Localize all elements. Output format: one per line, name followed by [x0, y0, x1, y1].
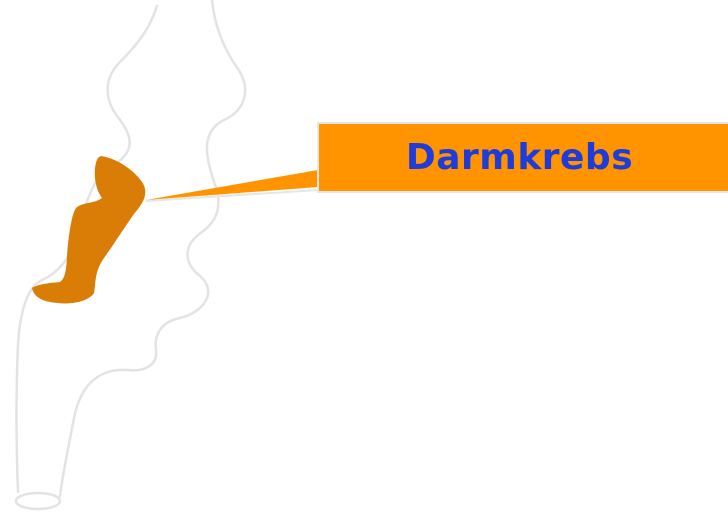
callout-pointer-edge	[145, 189, 319, 202]
intestine-opening	[14, 491, 62, 511]
callout-label-box: Darmkrebs	[317, 122, 728, 193]
intestine-outline-icon	[14, 0, 247, 511]
tumor-region-icon	[32, 156, 146, 304]
intestine-right-wall	[58, 0, 247, 498]
intestine-left-wall	[15, 4, 159, 494]
callout-label-text: Darmkrebs	[405, 136, 634, 178]
callout-pointer	[146, 170, 318, 200]
